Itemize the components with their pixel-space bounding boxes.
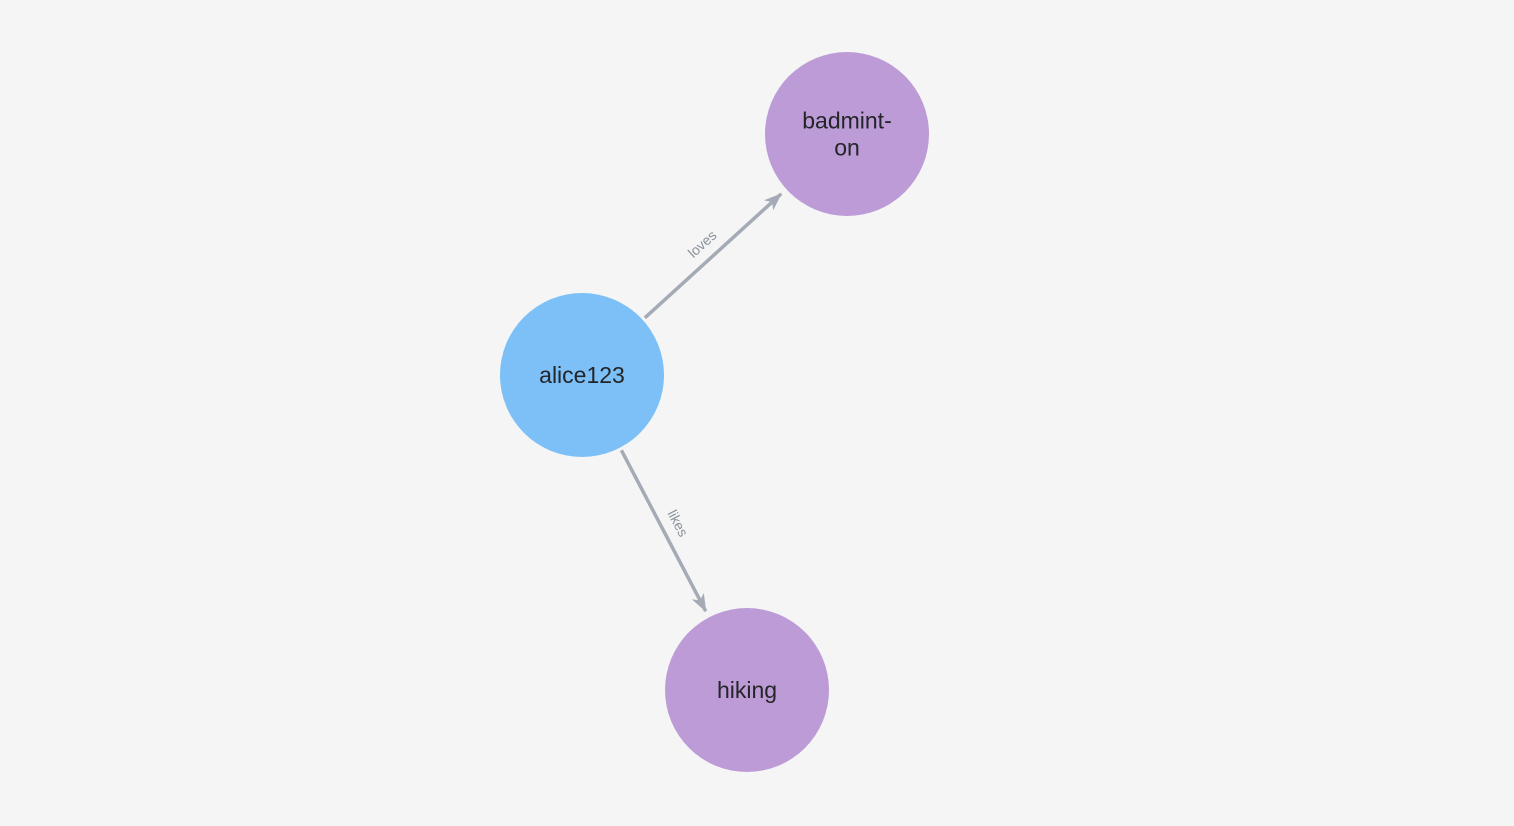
edge-line-loves[interactable] [643,192,783,320]
node-circle-badminton[interactable] [765,52,929,216]
edge-loves: loves [643,192,783,320]
node-badminton[interactable]: badmint-on [765,52,929,216]
edge-label-likes: likes [664,507,691,539]
nodes-layer: alice123 badmint-on hiking [500,52,929,772]
node-circle-hiking[interactable] [665,608,829,772]
node-alice123[interactable]: alice123 [500,293,664,457]
node-circle-alice123[interactable] [500,293,664,457]
edge-line-likes[interactable] [619,449,708,613]
edge-likes: likes [619,449,708,613]
node-hiking[interactable]: hiking [665,608,829,772]
